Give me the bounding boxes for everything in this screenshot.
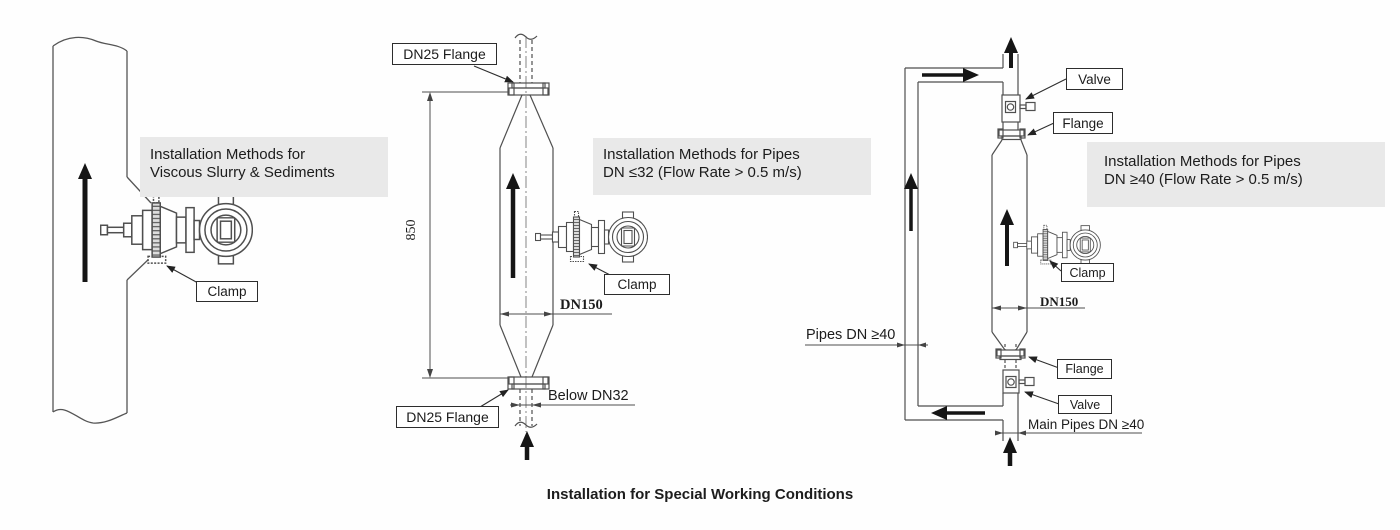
left-clamp-label: Clamp xyxy=(196,281,258,302)
left-title-line2: Viscous Slurry & Sediments xyxy=(150,164,335,181)
right-bypass-pipe-text: Pipes DN ≥40 xyxy=(806,327,896,343)
left-title-panel: Installation Methods for Viscous Slurry … xyxy=(140,137,388,197)
left-title-line1: Installation Methods for xyxy=(150,146,306,163)
page-caption: Installation for Special Working Conditi… xyxy=(546,486,854,503)
flow-meter-left xyxy=(100,194,253,265)
right-dimensions xyxy=(805,305,1142,436)
right-title-line2: DN ≥40 (Flow Rate > 0.5 m/s) xyxy=(1104,171,1303,188)
middle-clamp-label: Clamp xyxy=(604,274,670,295)
middle-flange-top-label: DN25 Flange xyxy=(392,43,497,65)
middle-height-dim-text: 850 xyxy=(404,219,419,241)
right-flange-bottom-label: Flange xyxy=(1057,359,1112,379)
right-valve-bottom-label: Valve xyxy=(1058,395,1112,414)
right-title-panel: Installation Methods for Pipes DN ≥40 (F… xyxy=(1087,142,1385,207)
right-valve-top-label: Valve xyxy=(1066,68,1123,90)
middle-title-panel: Installation Methods for Pipes DN ≤32 (F… xyxy=(593,138,871,195)
right-main-pipe-text: Main Pipes DN ≥40 xyxy=(1028,417,1145,432)
right-flange-top-label: Flange xyxy=(1053,112,1113,134)
middle-title-line1: Installation Methods for Pipes xyxy=(603,146,800,163)
left-vertical-pipe xyxy=(52,36,152,424)
middle-diameter-dim-text: DN150 xyxy=(560,297,603,313)
middle-pipe-size-text: Below DN32 xyxy=(548,388,629,404)
middle-expansion-pipe xyxy=(499,33,554,432)
flow-arrows xyxy=(78,37,1018,466)
middle-title-line2: DN ≤32 (Flow Rate > 0.5 m/s) xyxy=(603,164,802,181)
right-diameter-dim-text: DN150 xyxy=(1040,294,1079,309)
middle-dimensions xyxy=(422,91,635,408)
right-clamp-label: Clamp xyxy=(1061,263,1114,282)
right-bypass-installation xyxy=(904,54,1036,441)
flow-meter-middle xyxy=(535,210,648,263)
middle-flange-bottom-label: DN25 Flange xyxy=(396,406,499,428)
right-title-line1: Installation Methods for Pipes xyxy=(1104,153,1301,170)
